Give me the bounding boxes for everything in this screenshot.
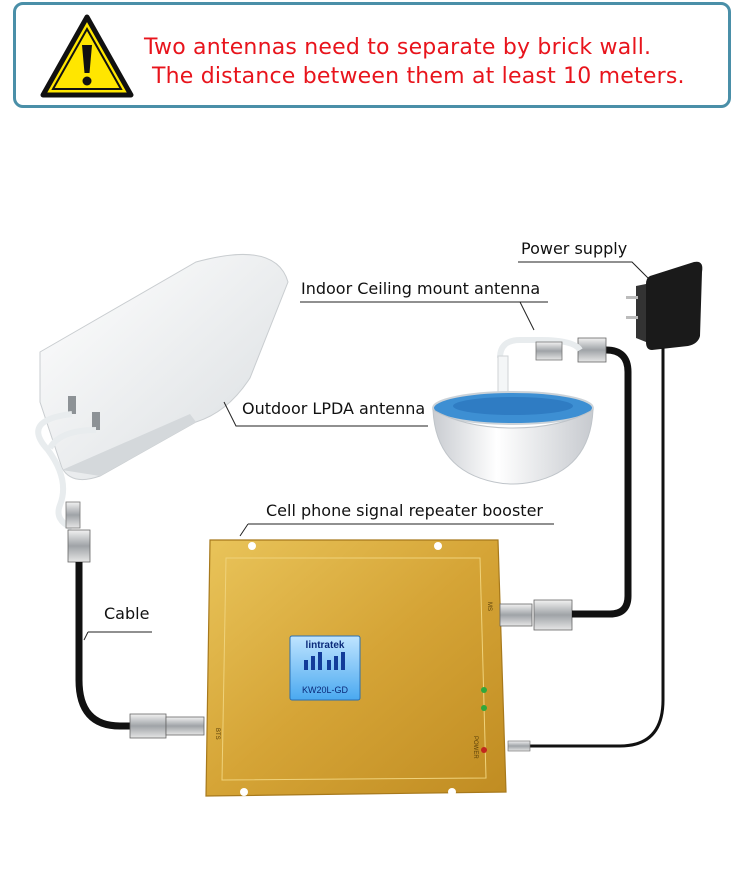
warning-text-line-1: Two antennas need to separate by brick w… bbox=[144, 35, 652, 60]
warning-text-line-2: The distance between them at least 10 me… bbox=[152, 64, 685, 89]
outdoor-lpda-antenna bbox=[35, 253, 289, 531]
cable-outdoor-to-booster bbox=[67, 529, 205, 739]
booster-brand-text: lintratek bbox=[306, 640, 345, 651]
warning-triangle-icon bbox=[40, 14, 134, 98]
ms-port-label: MS bbox=[486, 602, 492, 611]
leader-lines bbox=[83, 261, 649, 641]
power-supply-adapter bbox=[507, 261, 703, 752]
outdoor-antenna-label: Outdoor LPDA antenna bbox=[242, 399, 426, 418]
cable-label: Cable bbox=[104, 604, 150, 623]
signal-booster-device: lintratek KW20L-GD BTS MS POWER bbox=[205, 539, 507, 797]
indoor-antenna-label: Indoor Ceiling mount antenna bbox=[301, 279, 541, 298]
indoor-ceiling-antenna bbox=[432, 337, 594, 485]
booster-label: Cell phone signal repeater booster bbox=[266, 501, 543, 520]
power-supply-label: Power supply bbox=[521, 239, 628, 258]
warning-banner: Two antennas need to separate by brick w… bbox=[13, 2, 731, 108]
booster-model-text: KW20L-GD bbox=[302, 685, 349, 695]
bts-port-label: BTS bbox=[214, 728, 220, 740]
cable-booster-to-indoor-antenna bbox=[499, 337, 632, 631]
power-port-label: POWER bbox=[472, 736, 478, 759]
